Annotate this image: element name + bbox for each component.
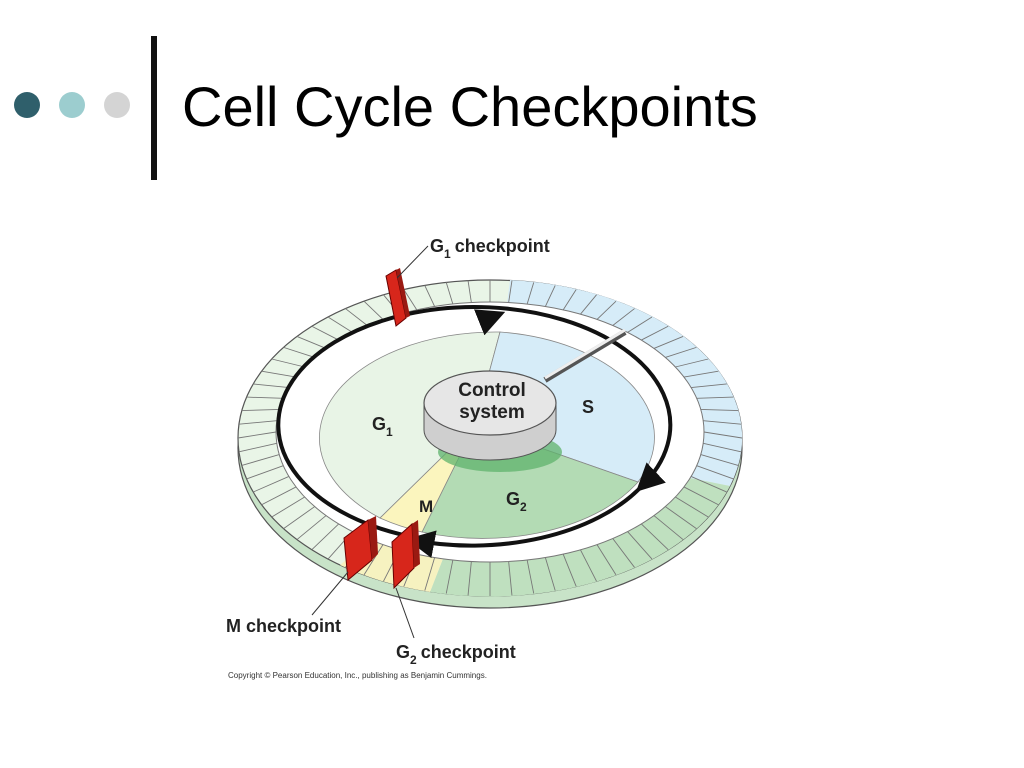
ring-tick <box>562 553 577 587</box>
ring-tick <box>641 523 669 551</box>
ring-tick <box>691 383 727 388</box>
control-shaft-highlight <box>544 328 626 380</box>
ring-tick <box>526 559 535 594</box>
phase-s-label: S <box>582 397 594 417</box>
phase-s-region <box>474 331 655 483</box>
ring-tick <box>261 370 297 378</box>
ring-tick <box>690 476 727 493</box>
ring-tick <box>526 282 535 305</box>
control-knob-top <box>423 370 557 436</box>
ring-tick <box>703 420 742 425</box>
ring-tick <box>508 561 513 596</box>
ring-tick <box>562 289 577 311</box>
ring-tick <box>271 496 305 518</box>
copyright-text: Copyright © Pearson Education, Inc., pub… <box>228 671 487 680</box>
ring-tick <box>403 289 418 311</box>
ring-tick <box>363 544 384 576</box>
ring-tick <box>271 358 305 368</box>
ring-tick <box>246 465 284 480</box>
ring-tick <box>445 559 454 594</box>
ring-tick <box>544 285 556 307</box>
ring-tick <box>596 300 617 320</box>
m-checkpoint-leader <box>311 571 349 616</box>
phase-m-label: M <box>419 497 433 516</box>
ring-tick <box>467 280 472 303</box>
ring-tick <box>675 496 709 518</box>
cycle-arrow-tail <box>406 486 642 558</box>
ring-tick <box>580 294 597 315</box>
ring-tick <box>238 442 277 453</box>
decorative-dots <box>14 92 134 122</box>
ring-tick <box>445 282 454 305</box>
ring-tick <box>580 549 597 582</box>
ring-tick <box>544 557 556 591</box>
ring-tick <box>241 454 280 466</box>
ring-tick <box>253 476 290 493</box>
ring-tick <box>296 336 327 349</box>
ring-tick <box>665 506 697 529</box>
dot-dark <box>14 92 40 118</box>
ring-tick <box>241 408 280 412</box>
title-divider <box>151 36 157 180</box>
g1-checkpoint-gate <box>385 268 410 327</box>
ring-tick <box>696 396 734 399</box>
ring-tick <box>253 383 289 388</box>
ring-tick <box>653 515 684 540</box>
slide-title: Cell Cycle Checkpoints <box>182 75 758 138</box>
ring-tick <box>627 316 653 333</box>
g2-checkpoint-gate <box>391 520 420 590</box>
ring-tick <box>296 515 327 540</box>
ring-tick <box>363 300 384 320</box>
m-checkpoint-label: M checkpoint <box>226 616 341 636</box>
ring-tick <box>700 408 739 412</box>
ring-tick <box>283 346 315 358</box>
ring-tick <box>283 506 315 529</box>
ring-tick <box>683 486 719 506</box>
control-label-line1: Control <box>458 380 526 401</box>
g1-checkpoint-leader <box>396 245 429 279</box>
ring-tick <box>627 531 653 560</box>
ring-tick <box>508 280 513 303</box>
dot-gray <box>104 92 130 118</box>
ring-tick <box>641 325 669 341</box>
ring-tick <box>653 336 684 349</box>
ring-ticks <box>237 280 743 596</box>
g2-checkpoint-leader <box>395 587 415 639</box>
ring-tick <box>345 308 368 326</box>
g1-arrowhead <box>474 309 506 336</box>
phase-g2-label: G2 <box>506 489 527 514</box>
control-label-line2: system <box>459 402 525 423</box>
ring-tick <box>238 420 277 425</box>
ring-tick <box>237 431 277 439</box>
ring-tick <box>703 431 743 439</box>
ring-tick <box>612 538 635 568</box>
ring-tick <box>424 285 436 307</box>
ring-tick <box>665 346 697 358</box>
ring-tick <box>311 325 339 341</box>
dot-teal <box>59 92 85 118</box>
ring-tick <box>327 316 353 333</box>
m-checkpoint-gate <box>343 516 378 581</box>
ring-tick <box>596 544 617 576</box>
ring-tick <box>311 523 339 551</box>
control-shaft <box>543 329 627 383</box>
ring-tick <box>700 454 739 466</box>
ring-tick <box>261 486 297 506</box>
ring-tick <box>246 396 284 399</box>
ring-tick <box>703 442 742 453</box>
ring-tick <box>467 561 472 596</box>
phase-g1-label: G1 <box>372 414 393 439</box>
ring-tick <box>683 370 719 378</box>
ring-tick <box>424 557 436 591</box>
ring-tick <box>612 308 635 326</box>
ring-tick <box>675 358 709 368</box>
ring-tick <box>696 465 734 480</box>
